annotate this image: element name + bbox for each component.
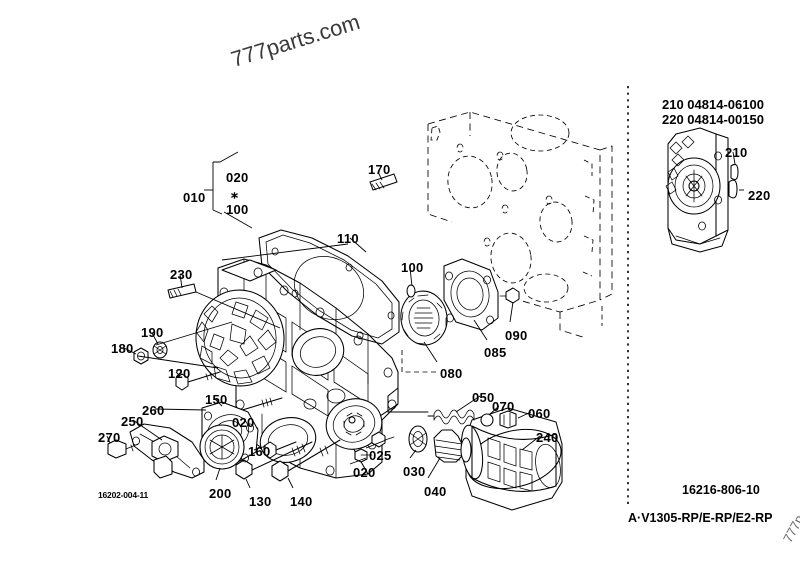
callout-180: 180 — [111, 341, 134, 356]
bolt-090 — [499, 287, 520, 304]
callout-220: 220 — [748, 188, 771, 203]
drawing-number-right: 16216-806-10 — [682, 483, 760, 497]
callout-150: 150 — [205, 392, 228, 407]
stud-170 — [369, 173, 398, 191]
relief-valve-050-070-060 — [387, 387, 517, 429]
callout-140: 140 — [290, 494, 313, 509]
callout-270: 270 — [98, 430, 121, 445]
callout-190: 190 — [141, 325, 164, 340]
callout-210: 210 — [725, 145, 748, 160]
bolt-160 — [263, 441, 297, 459]
drawing-number-left: 16202-004-11 — [98, 490, 149, 500]
engine-block-phantom — [427, 111, 613, 339]
callout-240: 240 — [536, 430, 559, 445]
callout-110: 110 — [337, 231, 359, 246]
callout-100: 100 — [401, 260, 424, 275]
callout-200: 200 — [209, 486, 232, 501]
gear-case-housing — [195, 258, 399, 479]
callout-025: 025 — [369, 448, 392, 463]
inset-title-line-1: 210 04814-06100 — [662, 97, 764, 112]
callout-020-range-start: 020 — [226, 170, 249, 185]
crank-seal-200 — [199, 424, 245, 470]
callout-020-upper: 020 — [232, 415, 255, 430]
callout-170: 170 — [368, 162, 391, 177]
callout-120: 120 — [168, 366, 191, 381]
dowel-100 — [406, 284, 416, 298]
callout-230: 230 — [170, 267, 193, 282]
oil-pump-rotor-080 — [400, 290, 448, 373]
oil-filter-240 — [460, 407, 563, 511]
callout-080: 080 — [440, 366, 463, 381]
callout-085: 085 — [484, 345, 507, 360]
callout-130: 130 — [249, 494, 272, 509]
callout-030: 030 — [403, 464, 426, 479]
washer-190 — [152, 341, 168, 359]
callout-250: 250 — [121, 414, 144, 429]
callout-160: 160 — [248, 444, 271, 459]
bolt-130 — [235, 441, 313, 480]
bolt-025 — [371, 431, 395, 448]
callout-050: 050 — [472, 390, 495, 405]
callout-100-range-end: 100 — [226, 202, 249, 217]
callout-060: 060 — [528, 406, 551, 421]
range-tilde: ⁎ — [231, 185, 238, 201]
bolt-140 — [271, 439, 341, 482]
callout-020-lower: 020 — [353, 465, 376, 480]
inset-title-line-2: 220 04814-00150 — [662, 112, 764, 127]
suction-pipe-250 — [129, 423, 205, 479]
model-code: A·V1305-RP/E-RP/E2-RP — [628, 511, 773, 525]
inset-assembly-drawing — [665, 127, 744, 253]
oil-pump-body-085 — [443, 258, 499, 331]
callout-040: 040 — [424, 484, 447, 499]
bolt-120 — [175, 371, 221, 391]
callout-260: 260 — [142, 403, 165, 418]
callout-010: 010 — [183, 190, 206, 205]
leader-lines — [106, 151, 541, 489]
callout-090: 090 — [505, 328, 528, 343]
sealing-washer-030 — [408, 425, 428, 453]
plug-270 — [107, 439, 139, 459]
callout-070: 070 — [492, 399, 515, 414]
filter-adapter-040 — [433, 429, 472, 463]
